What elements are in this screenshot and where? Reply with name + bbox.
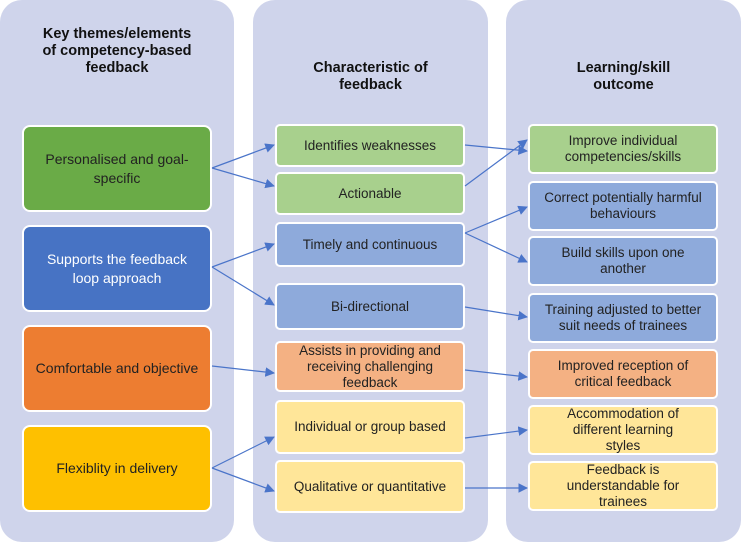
characteristic-individual-group: Individual or group based	[275, 400, 465, 454]
theme-feedback-loop: Supports the feedback loop approach	[22, 225, 212, 312]
outcome-accommodation-learning-styles: Accommodation of different learning styl…	[528, 405, 718, 455]
characteristic-challenging-feedback: Assists in providing and receiving chall…	[275, 341, 465, 392]
characteristic-timely-continuous: Timely and continuous	[275, 222, 465, 267]
outcome-improved-reception: Improved reception of critical feedback	[528, 349, 718, 399]
characteristic-identifies-weaknesses: Identifies weaknesses	[275, 124, 465, 167]
theme-personalised-goal-specific: Personalised and goal-specific	[22, 125, 212, 212]
characteristics-column-title: Characteristic of feedback	[313, 60, 428, 93]
outcome-improve-competencies: Improve individual competencies/skills	[528, 124, 718, 174]
theme-flexibility-delivery: Flexiblity in delivery	[22, 425, 212, 512]
characteristic-qualitative-quantitative: Qualitative or quantitative	[275, 460, 465, 513]
outcome-training-adjusted: Training adjusted to better suit needs o…	[528, 293, 718, 343]
characteristic-actionable: Actionable	[275, 172, 465, 215]
outcomes-column-title: Learning/skill outcome	[576, 60, 671, 93]
outcome-correct-harmful-behaviours: Correct potentially harmful behaviours	[528, 181, 718, 231]
themes-column-title: Key themes/elements of competency-based …	[42, 26, 192, 76]
characteristic-bi-directional: Bi-directional	[275, 283, 465, 330]
theme-comfortable-objective: Comfortable and objective	[22, 325, 212, 412]
outcome-build-skills: Build skills upon one another	[528, 236, 718, 286]
outcome-feedback-understandable: Feedback is understandable for trainees	[528, 461, 718, 511]
